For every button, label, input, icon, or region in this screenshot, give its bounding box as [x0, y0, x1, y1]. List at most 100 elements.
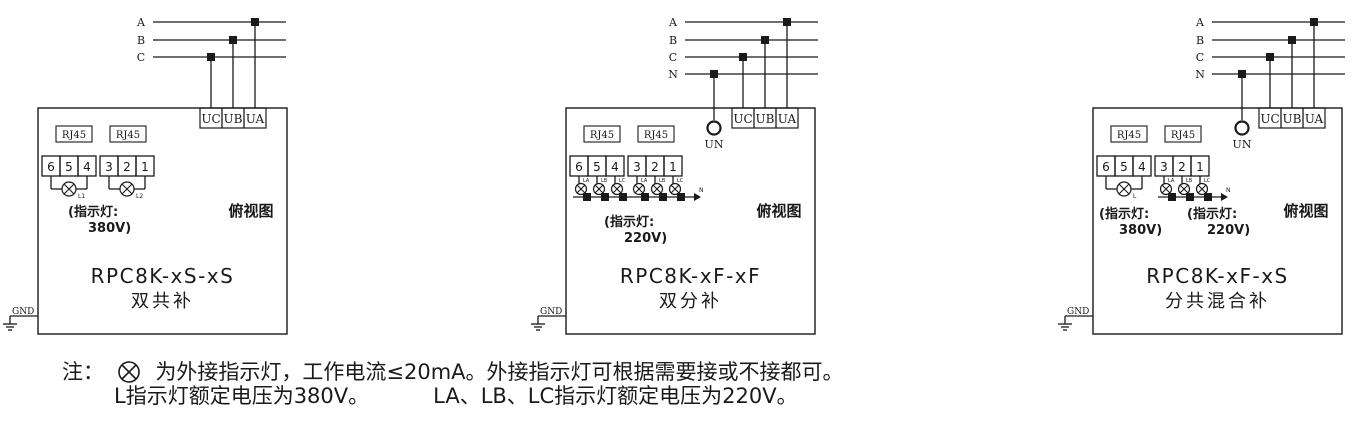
terminal-label-ub: UB: [224, 112, 243, 126]
terminal-label-uc: UC: [733, 112, 752, 126]
indicator-voltage: 220V): [1207, 223, 1250, 238]
lamp-label: LB: [601, 178, 608, 184]
lamp-label: LB: [659, 178, 666, 184]
lamp-label: LC: [1204, 178, 1211, 184]
model-name: RPC8K-xF-xS: [1146, 264, 1288, 288]
gnd-label: GND: [540, 307, 562, 317]
phase-label-n: N: [1195, 68, 1205, 81]
controller-enclosure: [37, 107, 288, 335]
ground-symbol: GND: [531, 307, 566, 331]
phase-label-a: A: [136, 16, 146, 29]
indicator-lamp-icon: [592, 182, 606, 196]
un-label: UN: [1233, 138, 1252, 151]
indicator-lamp-icon: [632, 182, 646, 196]
n-label: N: [699, 187, 704, 194]
lamp-label: L1: [78, 193, 85, 200]
un-terminal-icon: [706, 120, 722, 136]
junction-dot: [583, 193, 591, 201]
indicator-lamp-icon: [1116, 181, 1132, 197]
wire: [634, 184, 644, 194]
indicator-lamp-icon: [61, 181, 77, 197]
note-line2: L指示灯额定电压为380V。 LA、LB、LC指示灯额定电压为220V。: [114, 384, 798, 408]
n-label: N: [1226, 187, 1231, 194]
pin-number: 1: [141, 160, 149, 174]
phase-label-c: C: [669, 51, 677, 64]
pin-number: 2: [123, 160, 131, 174]
rj45-label: RJ45: [644, 130, 668, 141]
indicator-voltage: 220V): [624, 231, 667, 246]
pin-number: 5: [65, 160, 73, 174]
pin-number: 1: [669, 160, 677, 174]
lamp-label: LC: [619, 178, 626, 184]
pin-number: 6: [1102, 160, 1110, 174]
indicator-voltage: 380V): [1119, 223, 1162, 238]
ground-symbol: GND: [3, 307, 38, 331]
junction-dot: [1186, 193, 1194, 201]
wire: [1179, 184, 1189, 194]
junction-dot: [761, 36, 769, 44]
lamp-label: LC: [677, 178, 684, 184]
note-line2a: L指示灯额定电压为380V。: [114, 384, 370, 408]
indicator-lamp-icon: [610, 182, 624, 196]
rj45-port: [55, 125, 93, 143]
indicator-lamp-icon: [574, 182, 588, 196]
un-label: UN: [705, 138, 724, 151]
rj45-port: [583, 125, 621, 143]
junction-dot: [1288, 36, 1296, 44]
lamp-label: L2: [136, 193, 143, 200]
junction-dot: [659, 193, 667, 201]
indicator-note: (指示灯:: [68, 204, 118, 220]
lamp-label: LB: [1186, 178, 1193, 184]
pin-number: 3: [1160, 160, 1168, 174]
junction-dot: [783, 18, 791, 26]
junction-dot: [677, 193, 685, 201]
junction-dot: [1168, 193, 1176, 201]
phase-label-c: C: [1196, 51, 1204, 64]
compensation-type: 双共补: [131, 291, 194, 312]
pin-number: 1: [1196, 160, 1204, 174]
controller-enclosure: [1092, 107, 1343, 335]
pin-number: 5: [1120, 160, 1128, 174]
footnote: 注： 为外接指示灯，工作电流≤20mA。外接指示灯可根据需要接或不接都可。 L指…: [62, 360, 844, 408]
junction-dot: [739, 53, 747, 61]
phase-label-a: A: [668, 16, 678, 29]
gnd-label: GND: [1067, 307, 1089, 317]
phase-label-b: B: [669, 34, 677, 47]
junction-dot: [641, 193, 649, 201]
rj45-label: RJ45: [590, 130, 614, 141]
terminal-label-uc: UC: [1260, 112, 1279, 126]
indicator-lamp-icon: [1177, 182, 1191, 196]
top-view-label: 俯视图: [228, 202, 273, 220]
indicator-lamp-icon: [668, 182, 682, 196]
terminal-label-ua: UA: [778, 112, 797, 126]
note-prefix: 注：: [62, 360, 104, 384]
wire: [652, 184, 662, 194]
rj45-label: RJ45: [62, 130, 86, 141]
rj45-label: RJ45: [1171, 130, 1195, 141]
rj45-label: RJ45: [116, 130, 140, 141]
junction-dot: [229, 36, 237, 44]
note-line2b: LA、LB、LC指示灯额定电压为220V。: [433, 384, 798, 408]
controller-enclosure: [565, 107, 816, 335]
wire: [594, 184, 604, 194]
lamp-label: L: [1133, 193, 1137, 200]
terminal-label-uc: UC: [201, 112, 220, 126]
phase-label-b: B: [137, 34, 145, 47]
rj45-label: RJ45: [1117, 130, 1141, 141]
indicator-lamp-icon: [1195, 182, 1209, 196]
un-terminal-icon: [1234, 120, 1250, 136]
lamp-label: LA: [583, 178, 590, 184]
bus-arrow-icon: [1221, 193, 1228, 201]
junction-dot: [710, 70, 718, 78]
indicator-lamp-icon: [1159, 182, 1173, 196]
pin-number: 4: [611, 160, 619, 174]
indicator-note: (指示灯:: [1187, 206, 1237, 222]
wire: [576, 184, 586, 194]
junction-dot: [1204, 193, 1212, 201]
rj45-port: [1164, 125, 1202, 143]
gnd-label: GND: [12, 307, 34, 317]
wire: [1118, 183, 1130, 195]
